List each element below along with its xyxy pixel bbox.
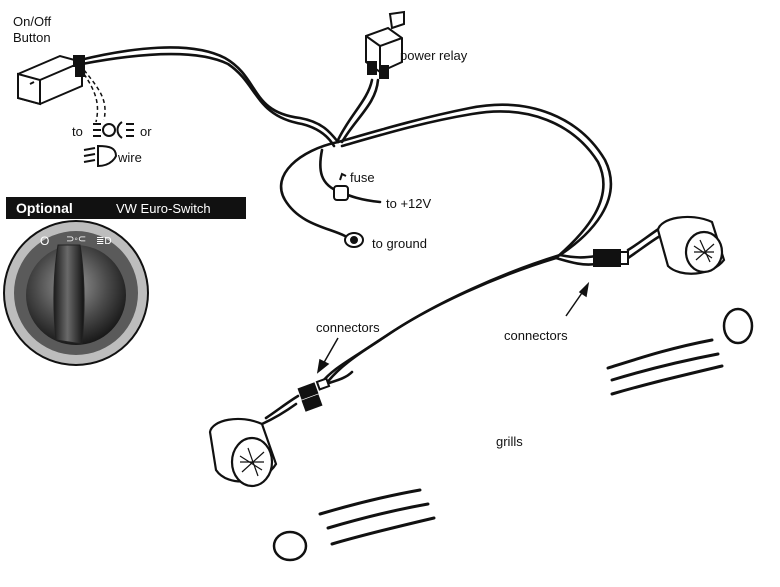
wire-lower-curve (279, 140, 347, 238)
wire-left-lamp (260, 402, 298, 426)
wire-button-to-junction (78, 46, 340, 144)
wire-label: wire (118, 150, 142, 165)
wire-relay (336, 78, 374, 142)
connectors-right-label: connectors (504, 328, 568, 343)
connectors-arrow-left (316, 337, 339, 374)
or-label: or (140, 124, 152, 139)
on-off-label-line2: Button (13, 30, 51, 45)
right-fog-lamp (656, 215, 726, 275)
to-12v-label: to +12V (386, 196, 432, 211)
wire-left-lamp-2 (264, 394, 300, 420)
fuse-label: fuse (350, 170, 375, 185)
optional-label: Optional (16, 200, 73, 216)
switch-off-symbol: O (40, 234, 50, 248)
wire-relay-2 (340, 78, 380, 144)
right-connectors (593, 249, 629, 267)
switch-parking-symbol: ⊃◦⊂ (66, 234, 87, 245)
fuse-shape (333, 172, 349, 201)
wire-button-to-junction-2 (80, 52, 336, 148)
parking-light-icon (93, 121, 134, 139)
wire-upper-loop (336, 103, 612, 257)
to-prefix-label: to (72, 124, 83, 139)
power-relay-shape (365, 10, 405, 79)
power-relay-label: power relay (400, 48, 468, 63)
wire-to-light-switch (83, 69, 106, 123)
wire-right-lamp (626, 234, 662, 260)
grills-label: grills (496, 434, 523, 449)
grill-left (272, 488, 436, 562)
wire-to-right-connectors-2 (558, 253, 598, 259)
ground-eyelet (344, 232, 364, 248)
wiring-harness (78, 46, 662, 426)
wire-to-right-connectors (554, 256, 598, 266)
on-off-label-line1: On/Off (13, 14, 52, 29)
on-off-button-box (17, 54, 85, 106)
headlight-icon (83, 144, 118, 168)
vw-euro-switch (3, 220, 149, 366)
wire-upper-loop-2 (340, 110, 605, 260)
switch-headlight-symbol: ≣D (96, 236, 112, 247)
wire-to-left-connectors-2 (324, 253, 562, 386)
to-ground-label: to ground (372, 236, 427, 251)
optional-banner: Optional VW Euro-Switch (6, 197, 246, 219)
left-connectors (297, 377, 331, 412)
connectors-left-label: connectors (316, 320, 380, 335)
left-fog-lamp (208, 417, 278, 488)
euro-switch-label: VW Euro-Switch (116, 200, 211, 216)
connectors-arrow-right (565, 281, 590, 317)
grill-right (606, 307, 754, 396)
